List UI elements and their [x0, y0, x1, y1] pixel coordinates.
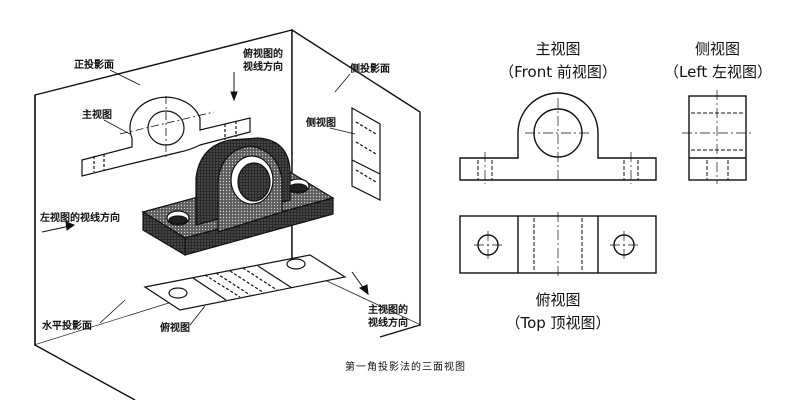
label-top-view-direction-2: 视线方向	[243, 62, 283, 73]
label-left-view-direction: 左视图的视线方向	[40, 213, 120, 224]
projected-side-view	[351, 106, 381, 201]
side-view-title: 侧视图	[694, 40, 740, 58]
top-view-title: 俯视图	[535, 291, 581, 309]
label-side-view-pictorial: 侧视图	[306, 118, 336, 129]
front-view-drawing	[459, 92, 657, 184]
figure-caption: 第一角投影法的三面视图	[345, 362, 466, 373]
label-horizontal-projection-plane: 水平投影面	[42, 321, 92, 332]
horizontal-projection-plane	[35, 265, 420, 400]
front-view-subtitle: （Front 前视图）	[499, 63, 617, 81]
bearing-block-3d	[141, 137, 335, 257]
label-front-view-direction-1: 主视图的	[368, 305, 408, 316]
leader-lines	[99, 69, 356, 326]
side-view-subtitle: （Left 左视图）	[664, 63, 772, 81]
label-front-view-direction-2: 视线方向	[368, 318, 408, 329]
top-view-drawing	[459, 212, 657, 277]
label-top-view-direction-1: 俯视图的	[243, 49, 283, 60]
top-view-subtitle: （Top 顶视图）	[505, 314, 611, 332]
label-front-projection-plane: 正投影面	[74, 60, 114, 71]
projected-top-view	[143, 254, 347, 311]
projected-front-view	[81, 96, 251, 177]
front-view-title: 主视图	[535, 40, 581, 58]
direction-arrows	[41, 72, 369, 296]
label-side-projection-plane: 侧投影面	[350, 64, 390, 75]
side-view-drawing	[682, 90, 753, 184]
label-front-view-pictorial: 主视图	[82, 110, 112, 121]
label-top-view-pictorial: 俯视图	[160, 323, 190, 334]
